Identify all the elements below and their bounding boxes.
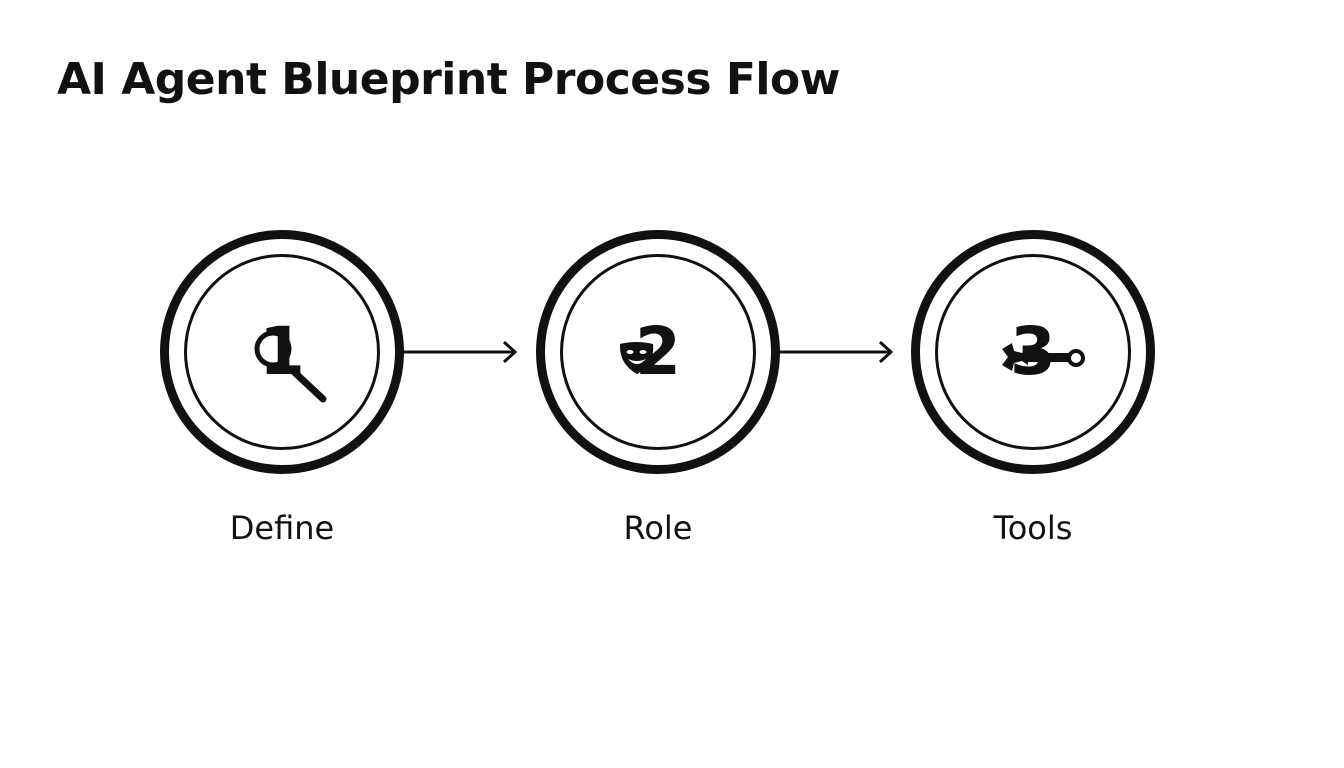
step-role: 2 Role — [536, 230, 780, 547]
wrench-icon — [1002, 343, 1085, 371]
step-circle: 3 — [911, 230, 1155, 474]
step-number: 3 — [1010, 313, 1056, 390]
flow-arrow — [401, 340, 517, 364]
magnifying-glass-icon — [254, 330, 327, 403]
step-circle: 2 — [536, 230, 780, 474]
step-label: Tools — [993, 509, 1073, 547]
step-define: 1 Define — [160, 230, 404, 547]
step-tools: 3 Tools — [911, 230, 1155, 547]
step-label: Role — [623, 509, 693, 547]
flow-arrow — [777, 340, 893, 364]
step-inner-ring — [560, 254, 756, 450]
step-circle: 1 — [160, 230, 404, 474]
page-title: AI Agent Blueprint Process Flow — [57, 54, 840, 105]
step-label: Define — [229, 509, 335, 547]
step-inner-ring — [184, 254, 380, 450]
step-inner-ring — [935, 254, 1131, 450]
step-number: 2 — [635, 313, 681, 390]
theater-mask-icon — [619, 342, 654, 374]
